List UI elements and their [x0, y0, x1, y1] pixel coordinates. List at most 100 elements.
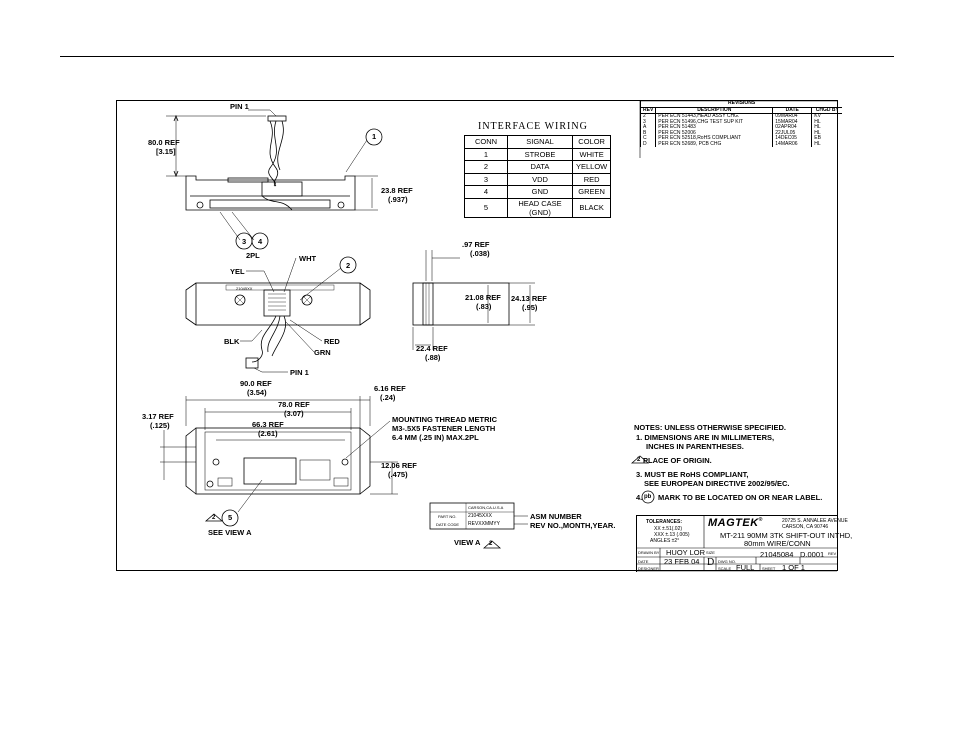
tol-xx: XX ±.51(.02): [654, 526, 683, 532]
wiring-title: INTERFACE WIRING: [478, 121, 588, 132]
dim-097-ref: .97 REF: [462, 240, 490, 249]
dim-2413-ref: 24.13 REF: [511, 294, 547, 303]
dim-317-ref-in: (.125): [150, 421, 170, 430]
tol-angles: ANGLES ±2°: [650, 538, 680, 544]
notes-heading: NOTES: UNLESS OTHERWISE SPECIFIED.: [634, 423, 786, 432]
red-label: RED: [324, 337, 340, 346]
wiring-cell: 1: [464, 147, 508, 161]
mounting-line-3: 6.4 MM (.25 IN) MAX.2PL: [392, 433, 479, 442]
note-1b: INCHES IN PARENTHESES.: [646, 442, 744, 451]
wiring-cell: 4: [464, 185, 508, 199]
view-a-tri: 2: [489, 541, 493, 547]
title-block-grid: [636, 515, 837, 572]
dim-80-ref: 80.0 REF: [148, 138, 180, 147]
wiring-cell: 5: [464, 197, 508, 218]
dim-80-ref-in: [3.15]: [156, 147, 176, 156]
wiring-header: SIGNAL: [507, 135, 573, 149]
revision-cell: PER ECN 52006: [655, 130, 773, 136]
revision-cell: HL: [811, 141, 843, 147]
grn-label: GRN: [314, 348, 331, 357]
drawing-frame: [116, 100, 838, 571]
revision-cell: PER ECN 52518,RoHS COMPLIANT: [655, 135, 773, 142]
wht-label: WHT: [299, 254, 317, 263]
title-block: [636, 515, 838, 572]
revision-cell: EB: [811, 135, 843, 142]
label-carson: CARSON,CA.U.S.A: [468, 505, 504, 510]
side-view: [412, 250, 535, 350]
dim-2108-ref-in: (.83): [476, 302, 492, 311]
revisions-table: REVISIONS REV DESCRIPTION DATE CHGD BY 2…: [639, 100, 843, 147]
revision-cell: PER ECN 52689, PCB CHG: [655, 141, 773, 147]
wiring-cell: VDD: [507, 172, 573, 186]
scale-value: FULL: [736, 563, 755, 572]
note-3b: SEE EUROPEAN DIRECTIVE 2002/95/EC.: [644, 479, 790, 488]
revisions-header: DESCRIPTION: [655, 107, 773, 114]
dim-097-ref-in: (.038): [470, 249, 490, 258]
revisions-header: CHGD BY: [811, 107, 843, 114]
revision-cell: B: [639, 130, 656, 136]
sheet-value: 1 OF 1: [782, 563, 805, 572]
wiring-cell: STROBE: [507, 147, 573, 161]
label-dateval: REVXXMMYY: [468, 521, 500, 527]
wiring-cell: GND: [507, 185, 573, 199]
pin1-bottom-label: PIN 1: [290, 368, 309, 377]
wiring-row: 5 HEAD CASE (GND) BLACK: [464, 197, 612, 218]
revision-cell: 14DEC05: [772, 135, 812, 142]
dim-780-ref-in: (3.07): [284, 409, 304, 418]
dim-224-ref-in: (.88): [425, 353, 441, 362]
balloon-5: 5: [228, 513, 233, 522]
revision-cell: PER ECN 51443,HEAD ASSY CHG.: [655, 113, 773, 120]
balloon-1: 1: [372, 132, 377, 141]
note-3a: 3. MUST BE RoHS COMPLIANT,: [636, 470, 749, 479]
revision-cell: KV: [811, 113, 843, 120]
dim-1206-ref-in: (.475): [388, 470, 408, 479]
revision-cell: A: [639, 124, 656, 131]
two-pl-label: 2PL: [246, 251, 260, 260]
revision-row: A PER ECN 51483 02APR04 HL: [639, 124, 843, 131]
top-view: [166, 109, 383, 250]
see-view-a: SEE VIEW A: [208, 528, 252, 537]
registered-mark: ®: [758, 517, 763, 523]
front-view: [185, 256, 371, 373]
drawn-by: HUOY LOR: [666, 548, 706, 557]
address-line-2: CARSON, CA 90746: [782, 524, 829, 530]
revision-cell: 14MAR06: [772, 141, 812, 147]
view-a-label: [429, 502, 528, 549]
blk-label: BLK: [224, 337, 240, 346]
asm-number: ASM NUMBER: [530, 512, 582, 521]
tolerances-label: TOLERANCES:: [646, 519, 683, 525]
revisions-title: REVISIONS: [640, 100, 843, 108]
drawing-date: 23 FEB 04: [664, 557, 700, 566]
dim-238-ref: 23.8 REF: [381, 186, 413, 195]
pcb-text: 21045XX: [236, 286, 253, 291]
balloon-2: 2: [346, 261, 351, 270]
wiring-row: 3 VDD RED: [464, 172, 612, 186]
header-rule: [60, 56, 894, 57]
wiring-row: 2 DATA YELLOW: [464, 160, 612, 174]
scale-label: SCALE: [718, 566, 732, 571]
pb-icon: pb: [644, 494, 652, 500]
wiring-row: 1 STROBE WHITE: [464, 147, 612, 161]
note-2: PLACE OF ORIGIN.: [643, 456, 712, 465]
dim-616-ref: 6.16 REF: [374, 384, 406, 393]
dim-224-ref: 22.4 REF: [416, 344, 448, 353]
size-label: SIZE: [706, 550, 715, 555]
wiring-cell: 2: [464, 160, 508, 174]
revision-cell: HL: [811, 130, 843, 136]
dim-317-ref: 3.17 REF: [142, 412, 174, 421]
revisions-header-row: REV DESCRIPTION DATE CHGD BY: [639, 107, 843, 114]
pin1-top-label: PIN 1: [230, 102, 249, 111]
revisions-header: REV: [639, 107, 656, 114]
dim-900-ref-in: (3.54): [247, 388, 267, 397]
revision-cell: C: [639, 135, 656, 142]
revision-row: 2 PER ECN 51443,HEAD ASSY CHG. 09MAR04 K…: [639, 113, 843, 120]
wiring-cell: WHITE: [571, 147, 612, 161]
dim-663-ref: 66.3 REF: [252, 420, 284, 429]
sheet-label: SHEET: [762, 566, 776, 571]
wiring-cell: HEAD CASE (GND): [507, 197, 573, 218]
revisions-header: DATE: [772, 107, 812, 114]
tol-xxx: XXX ±.13 (.005): [654, 532, 690, 538]
revision-cell: HL: [811, 124, 843, 131]
dim-1206-ref: 12.06 REF: [381, 461, 417, 470]
label-partval: 21045XXX: [468, 513, 492, 519]
